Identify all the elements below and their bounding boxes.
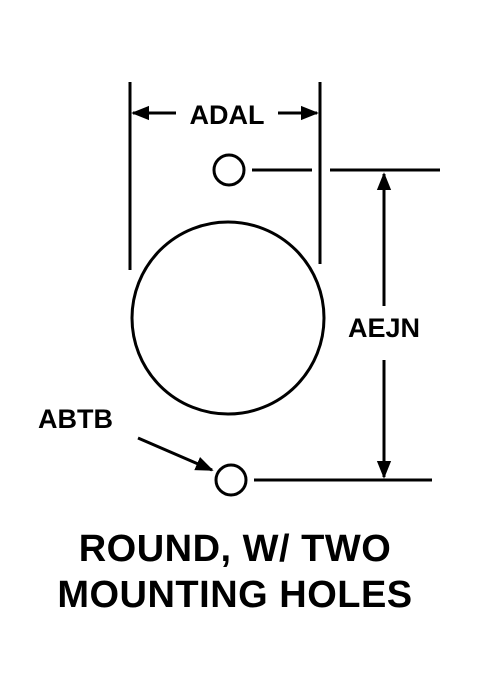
round-body xyxy=(130,220,326,416)
aejn-label: AEJN xyxy=(348,313,420,343)
top-mounting-hole xyxy=(212,153,246,187)
caption-line-1: ROUND, W/ TWO xyxy=(78,528,392,570)
caption-line-2: MOUNTING HOLES xyxy=(57,574,413,616)
adal-label: ADAL xyxy=(190,100,265,130)
abtb-leader-arrow xyxy=(137,436,214,472)
bottom-mounting-hole xyxy=(214,463,248,497)
abtb-label: ABTB xyxy=(38,404,113,434)
